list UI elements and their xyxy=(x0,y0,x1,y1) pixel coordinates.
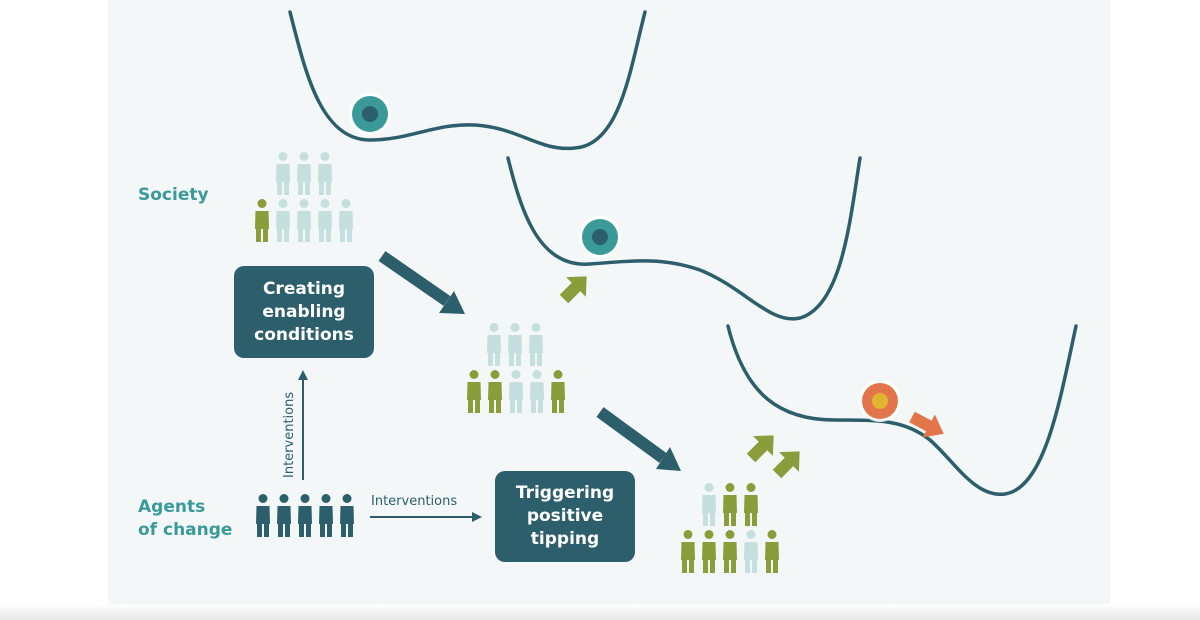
arrow-to-mid-stage xyxy=(378,251,465,314)
person-icon xyxy=(277,494,291,537)
person-icon xyxy=(487,323,501,366)
olive-arrow-up xyxy=(559,276,587,304)
ball-stable-1 xyxy=(349,93,391,135)
person-icon xyxy=(702,530,716,573)
bottom-shadow xyxy=(0,604,1200,620)
box-line: enabling xyxy=(262,301,346,322)
box-line: positive xyxy=(526,506,604,526)
society-label: Society xyxy=(138,185,209,205)
person-icon xyxy=(723,530,737,573)
person-icon xyxy=(255,199,269,242)
person-icon xyxy=(340,494,354,537)
ball-stable-2 xyxy=(579,216,621,258)
creating-enabling-conditions-box: Creating enabling conditions xyxy=(234,266,374,358)
stability-landscape-2 xyxy=(506,156,862,321)
interventions-horizontal-label: Interventions xyxy=(371,494,458,509)
person-icon xyxy=(530,370,544,413)
olive-arrow-up xyxy=(772,451,800,479)
person-icon xyxy=(509,370,523,413)
orange-arrow xyxy=(909,411,944,438)
interventions-vertical-label: Interventions xyxy=(282,391,297,478)
person-icon xyxy=(319,494,333,537)
box-line: tipping xyxy=(530,529,600,549)
person-icon xyxy=(744,530,758,573)
stability-landscape-3 xyxy=(726,324,1078,496)
person-icon xyxy=(765,530,779,573)
box-line: Triggering xyxy=(515,483,615,503)
agents-label-line1: Agents xyxy=(138,497,206,517)
person-icon xyxy=(339,199,353,242)
person-icon xyxy=(276,152,290,195)
person-icon xyxy=(702,483,716,526)
agents-of-change-label: Agents of change xyxy=(138,496,232,542)
person-icon xyxy=(256,494,270,537)
person-icon xyxy=(488,370,502,413)
person-icon xyxy=(744,483,758,526)
agents-label-line2: of change xyxy=(138,520,233,540)
person-icon xyxy=(297,152,311,195)
box-line: conditions xyxy=(254,324,354,345)
olive-arrow-up xyxy=(746,435,774,463)
person-icon xyxy=(298,494,312,537)
person-icon xyxy=(681,530,695,573)
people-groups xyxy=(255,152,779,573)
stability-landscape-1 xyxy=(288,10,647,151)
person-icon xyxy=(318,152,332,195)
arrow-to-end-stage xyxy=(596,407,681,471)
person-icon xyxy=(723,483,737,526)
box-line: Creating xyxy=(262,278,346,299)
person-icon xyxy=(318,199,332,242)
person-icon xyxy=(276,199,290,242)
person-icon xyxy=(529,323,543,366)
person-icon xyxy=(508,323,522,366)
triggering-positive-tipping-box: Triggering positive tipping xyxy=(495,471,635,562)
ball-tipping xyxy=(859,380,901,422)
person-icon xyxy=(297,199,311,242)
person-icon xyxy=(551,370,565,413)
person-icon xyxy=(467,370,481,413)
